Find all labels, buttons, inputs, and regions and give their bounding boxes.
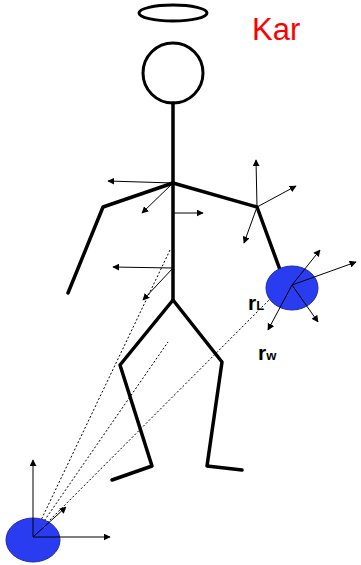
title-text: Kar [252, 14, 300, 45]
dotted-vector [33, 287, 282, 537]
frame-axis [33, 537, 110, 538]
vector-label: rw [256, 342, 278, 363]
frame-axis [33, 507, 66, 537]
frame-axis [268, 285, 292, 330]
left-leg [112, 300, 173, 480]
vector-label: rL [246, 292, 266, 313]
frame-axis [292, 285, 318, 322]
frame-axis [33, 460, 34, 537]
frame-axis [113, 267, 173, 268]
hand-sphere [266, 266, 318, 310]
frame-axis [292, 250, 320, 285]
frame-axis [143, 268, 173, 300]
spine [171, 103, 175, 300]
right-leg [173, 300, 242, 470]
dotted-vector [33, 342, 168, 537]
frame-axis [142, 183, 173, 213]
frame-axis [257, 186, 296, 207]
halo [139, 5, 207, 21]
frame-axis [173, 213, 203, 214]
right-arm [173, 183, 283, 278]
frame-axis [244, 207, 257, 243]
frame-axis [256, 160, 257, 207]
frame-axis [108, 181, 173, 183]
head [143, 43, 203, 103]
